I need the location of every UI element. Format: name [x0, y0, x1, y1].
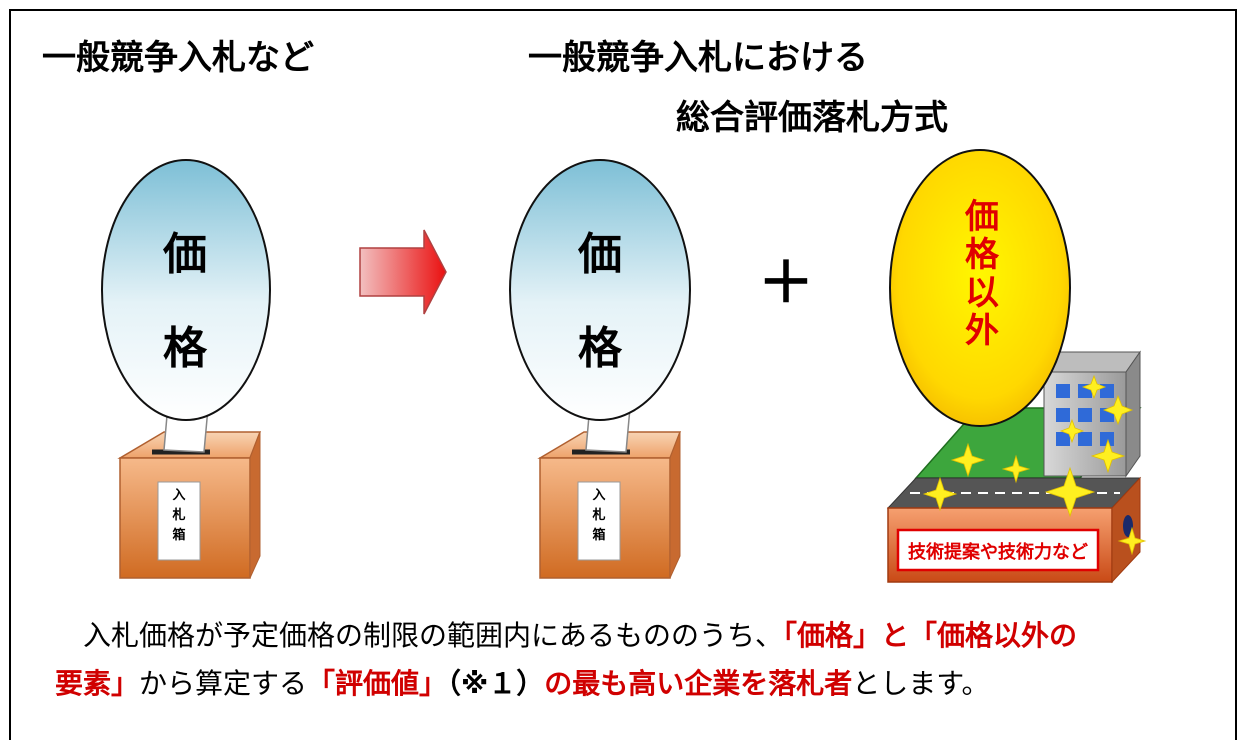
- desc-highlight: 「評価値」: [307, 667, 448, 700]
- price-char2-left: 格: [163, 323, 207, 374]
- desc-highlight: 要素」: [55, 667, 140, 700]
- sparkle-icons: [922, 374, 1147, 556]
- ballot-box-label-middle: 入 札 箱: [588, 486, 610, 546]
- non-price-char: 格: [965, 235, 999, 275]
- non-price-char: 以: [965, 273, 999, 313]
- ballot-box-middle: [537, 403, 682, 579]
- desc-note: （※１）: [447, 667, 545, 700]
- price-ellipse-left: [101, 159, 271, 421]
- description-text: 入札価格が予定価格の制限の範囲内にあるもののうち、「価格」と「価格以外の 要素」…: [55, 612, 1215, 708]
- desc-part: とします。: [852, 667, 990, 700]
- building-illustration: [886, 350, 1142, 584]
- desc-highlight: の最も高い企業を落札者: [544, 667, 853, 700]
- right-arrow-icon: [359, 229, 447, 315]
- label-char: 入: [592, 488, 606, 503]
- non-price-ellipse: [889, 149, 1071, 427]
- ballot-box-label-left: 入 札 箱: [168, 486, 190, 546]
- price-char2-middle: 格: [578, 323, 622, 374]
- title-comprehensive-line2: 総合評価落札方式: [676, 98, 948, 138]
- price-char1-left: 価: [163, 229, 207, 280]
- title-comprehensive-line1: 一般競争入札における: [528, 38, 868, 78]
- label-char: 札: [172, 508, 186, 523]
- building-sign-text: 技術提案や技術力など: [908, 542, 1088, 563]
- desc-part: から算定する: [139, 667, 308, 700]
- label-char: 箱: [592, 528, 606, 543]
- non-price-label: 価 格 以 外: [962, 198, 1002, 350]
- desc-highlight: 「価格」と「価格以外の: [783, 619, 1078, 652]
- label-char: 札: [592, 508, 606, 523]
- ballot-box-left: [117, 403, 262, 579]
- title-general-bidding: 一般競争入札など: [42, 38, 314, 78]
- label-char: 入: [172, 488, 186, 503]
- price-char1-middle: 価: [578, 229, 622, 280]
- non-price-char: 外: [965, 311, 999, 351]
- non-price-char: 価: [965, 197, 999, 237]
- plus-sign: ＋: [758, 251, 814, 316]
- price-ellipse-middle: [509, 159, 691, 421]
- diagram-frame: [9, 9, 1237, 740]
- desc-part: 入札価格が予定価格の制限の範囲内にあるもののうち、: [83, 619, 784, 652]
- label-char: 箱: [172, 528, 186, 543]
